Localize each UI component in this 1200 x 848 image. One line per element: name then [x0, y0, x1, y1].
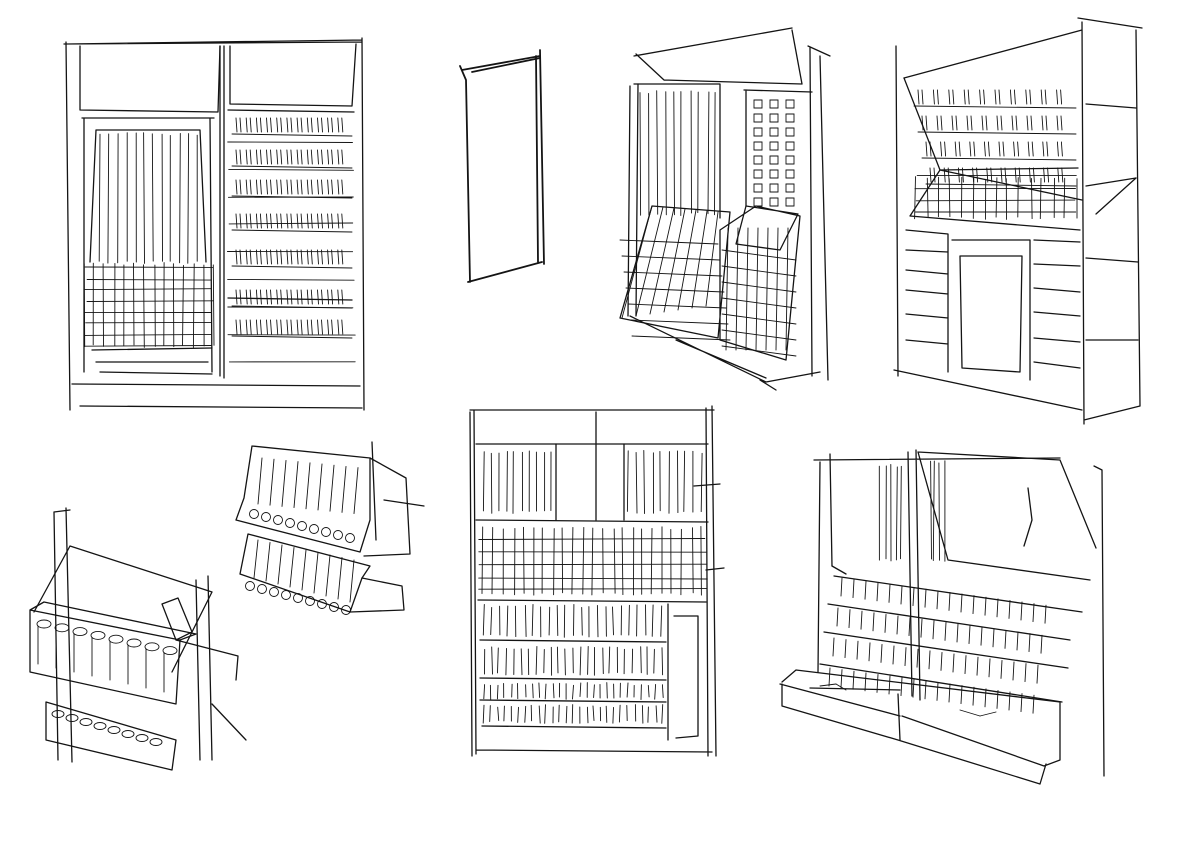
two-tier-slot-shelf-sketch [235, 441, 425, 613]
tall-shelving-front-sketch [469, 405, 725, 757]
wall-slot-shelf-sketch [29, 507, 247, 771]
side-panel-sketch [459, 49, 545, 283]
cabinet-front-open-shelves-sketch [63, 37, 365, 411]
hatching-strokes [36, 89, 1078, 746]
stepped-display-unit-sketch [779, 449, 1105, 785]
grid-bin-display-sketch [619, 27, 831, 391]
tall-cabinet-drawers-sketch [893, 17, 1143, 425]
